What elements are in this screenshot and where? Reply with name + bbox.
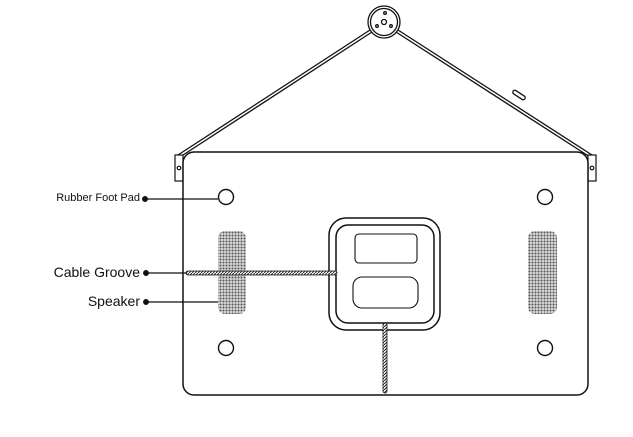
label-cable-groove: Cable Groove <box>53 264 140 280</box>
label-speaker: Speaker <box>87 293 140 309</box>
callout-leaders <box>142 196 218 305</box>
hanging-wire <box>177 29 593 158</box>
wire-clip-left <box>174 154 184 182</box>
rubber-foot-pads <box>217 188 554 357</box>
wire-clip-right <box>587 154 597 182</box>
cable-groove-vertical <box>382 322 388 394</box>
foot-pad <box>217 339 235 357</box>
foot-pad <box>536 188 554 206</box>
cable-groove-horizontal <box>185 270 338 276</box>
label-rubber-foot-pad: Rubber Foot Pad <box>56 192 140 204</box>
hanging-hook <box>367 5 401 39</box>
foot-pad <box>217 188 235 206</box>
speaker-right <box>528 231 557 314</box>
foot-pad <box>536 339 554 357</box>
